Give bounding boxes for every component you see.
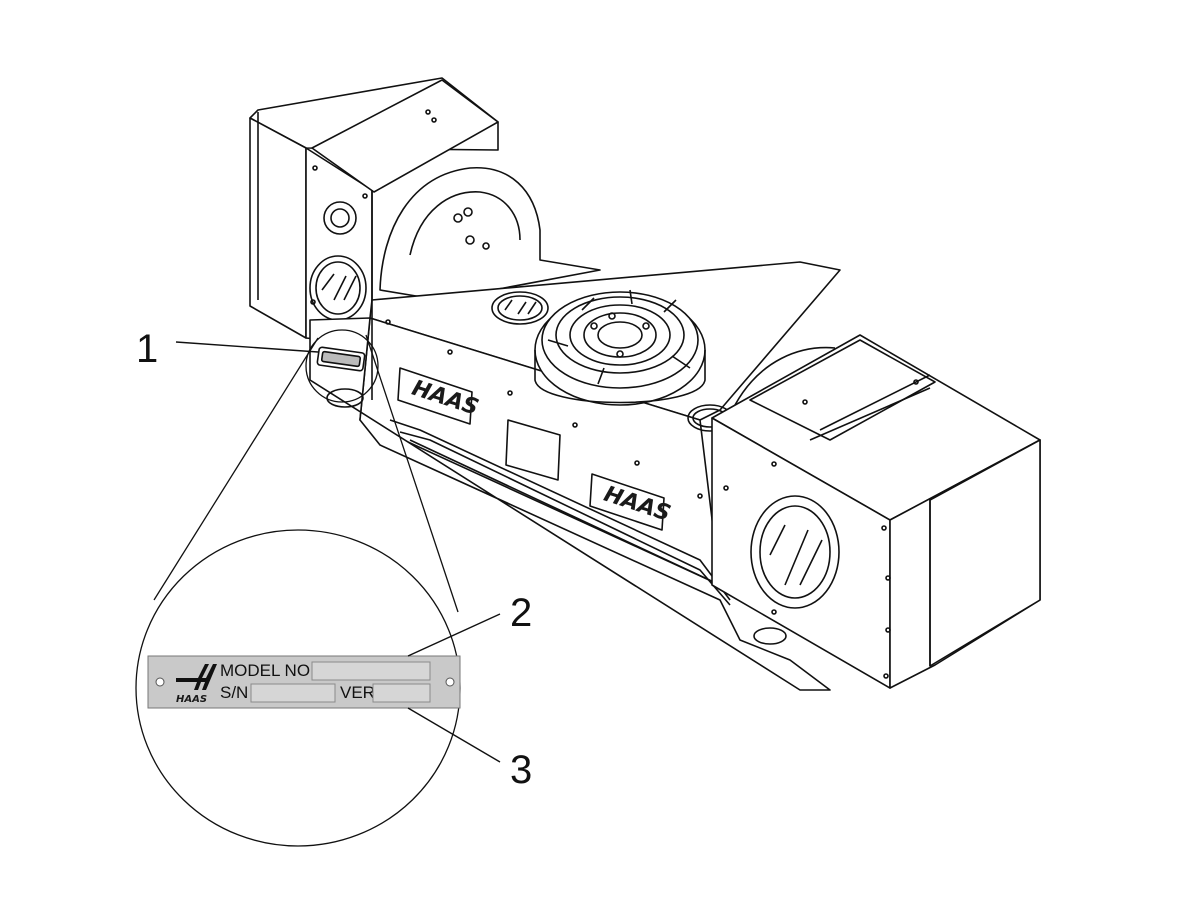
model-number-field <box>311 661 431 681</box>
callout-3: 3 <box>510 748 532 792</box>
callout-1: 1 <box>136 327 158 371</box>
serial-number-field <box>250 683 336 703</box>
mounting-hole-left <box>155 677 165 687</box>
leader-3 <box>407 707 501 763</box>
magnifier-guide-right <box>365 334 459 613</box>
top-emblem-left <box>491 291 549 325</box>
haas-logo: HAAS <box>176 664 217 705</box>
haas-logo-text: HAAS <box>176 694 207 705</box>
callout-leaders <box>175 341 501 763</box>
detail-source-circle <box>305 329 379 403</box>
tilt-body <box>379 167 601 301</box>
mounting-hole-right <box>445 677 455 687</box>
left-motor-housing <box>249 77 499 346</box>
callout-2: 2 <box>510 591 532 635</box>
serial-number-label: S/N <box>220 683 248 702</box>
leader-1 <box>175 341 319 353</box>
base-nameplate <box>316 346 366 372</box>
model-number-label: MODEL NO. <box>220 661 315 680</box>
rotary-unit-drawing: HAAS HAAS <box>249 77 1041 691</box>
leader-2 <box>407 613 501 657</box>
version-label: VER <box>340 683 375 702</box>
right-haas-emblem <box>750 495 840 609</box>
right-motor-housing <box>711 334 1041 689</box>
magnifier-guide-left <box>153 337 319 601</box>
rotary-platter <box>534 289 706 406</box>
nameplate-detail: HAAS MODEL NO. S/N VER <box>147 655 461 709</box>
version-field <box>372 683 431 703</box>
